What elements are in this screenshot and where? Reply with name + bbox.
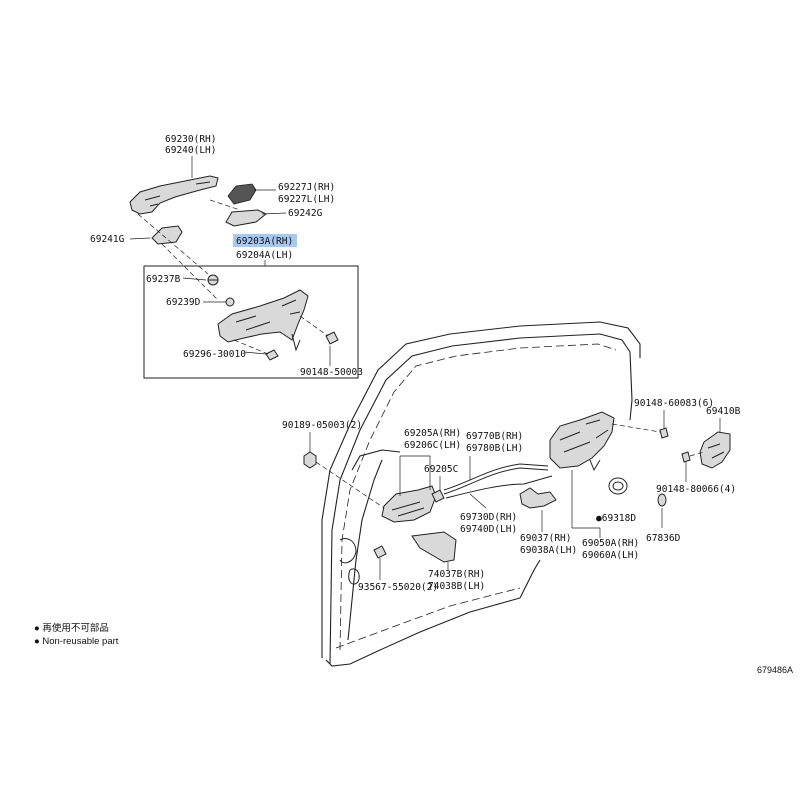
- legend: ● 再使用不可部品 ● Non-reusable part: [34, 622, 119, 647]
- outside-handle-group: [129, 156, 287, 301]
- inside-handle-part[interactable]: [381, 485, 437, 523]
- label-90189-05003[interactable]: 90189-05003(2): [282, 420, 362, 431]
- inside-handle-group: [303, 432, 557, 580]
- frame-assembly-group: [143, 265, 359, 379]
- clip-90189[interactable]: [303, 451, 317, 469]
- handle-cap-part[interactable]: [151, 225, 183, 245]
- labels: 69230(RH) 69240(LH) 69227J(RH) 69227L(LH…: [90, 134, 741, 593]
- label-69037[interactable]: 69037(RH): [520, 533, 571, 544]
- screw-69296[interactable]: [265, 349, 279, 361]
- label-69203a[interactable]: 69203A(RH): [236, 236, 293, 247]
- spacer-67836d[interactable]: [657, 493, 667, 507]
- label-69241g[interactable]: 69241G: [90, 234, 125, 245]
- label-69205c[interactable]: 69205C: [424, 464, 458, 475]
- sub-assembly-box: [143, 265, 359, 379]
- label-67836d[interactable]: 67836D: [646, 533, 681, 544]
- cable-69730d[interactable]: [445, 475, 553, 499]
- bolt-90148-80066[interactable]: [681, 451, 691, 463]
- label-69242g[interactable]: 69242G: [288, 208, 323, 219]
- seal-69318d[interactable]: [608, 477, 628, 495]
- lock-group: [549, 410, 731, 538]
- garnish-74037b[interactable]: [411, 531, 457, 563]
- cable-69770b[interactable]: [443, 467, 549, 495]
- screw-93567[interactable]: [373, 545, 387, 559]
- striker-69410b[interactable]: [699, 431, 731, 469]
- label-74038b[interactable]: 74038B(LH): [428, 581, 485, 592]
- label-69206c[interactable]: 69206C(LH): [404, 440, 461, 451]
- label-69740d[interactable]: 69740D(LH): [460, 524, 517, 535]
- label-69237b[interactable]: 69237B: [146, 274, 181, 285]
- handle-pad-part[interactable]: [225, 209, 267, 227]
- label-69230[interactable]: 69230(RH): [165, 134, 216, 145]
- bolt-90148-50003[interactable]: [325, 331, 339, 345]
- bracket-69037[interactable]: [519, 487, 557, 509]
- label-69227j[interactable]: 69227J(RH): [278, 182, 335, 193]
- legend-line-en: ● Non-reusable part: [34, 636, 119, 647]
- label-69239d[interactable]: 69239D: [166, 297, 201, 308]
- part-69205c[interactable]: [431, 489, 445, 503]
- label-69770b[interactable]: 69770B(RH): [466, 431, 523, 442]
- label-69060a[interactable]: 69060A(LH): [582, 550, 639, 561]
- label-69205a[interactable]: 69205A(RH): [404, 428, 461, 439]
- selected-part-highlight: [233, 234, 297, 247]
- label-69227l[interactable]: 69227L(LH): [278, 194, 335, 205]
- door-lock-part[interactable]: [549, 411, 615, 469]
- legend-line-jp: ● 再使用不可部品: [34, 622, 109, 634]
- label-69318d[interactable]: ●69318D: [596, 513, 636, 524]
- label-90148-80066[interactable]: 90148-80066(4): [656, 484, 736, 495]
- label-69050a[interactable]: 69050A(RH): [582, 538, 639, 549]
- handle-frame-part[interactable]: [217, 289, 309, 343]
- label-69780b[interactable]: 69780B(LH): [466, 443, 523, 454]
- outside-handle-part[interactable]: [129, 175, 219, 215]
- label-90148-60083[interactable]: 90148-60083(6): [634, 398, 714, 409]
- door-outline: [321, 321, 641, 667]
- label-69204a[interactable]: 69204A(LH): [236, 250, 293, 261]
- label-69730d[interactable]: 69730D(RH): [460, 512, 517, 523]
- part-69239d[interactable]: [225, 297, 235, 307]
- bolt-90148-60083[interactable]: [659, 427, 669, 439]
- label-69038a[interactable]: 69038A(LH): [520, 545, 577, 556]
- label-90148-50003[interactable]: 90148-50003: [300, 367, 363, 378]
- diagram-code: 679486A: [757, 665, 793, 675]
- label-69240[interactable]: 69240(LH): [165, 145, 216, 156]
- label-93567-55020[interactable]: 93567-55020(2): [358, 582, 438, 593]
- label-69296-30010[interactable]: 69296-30010: [183, 349, 246, 360]
- handle-cover-part[interactable]: [227, 183, 257, 205]
- label-69410b[interactable]: 69410B: [706, 406, 741, 417]
- label-74037b[interactable]: 74037B(RH): [428, 569, 485, 580]
